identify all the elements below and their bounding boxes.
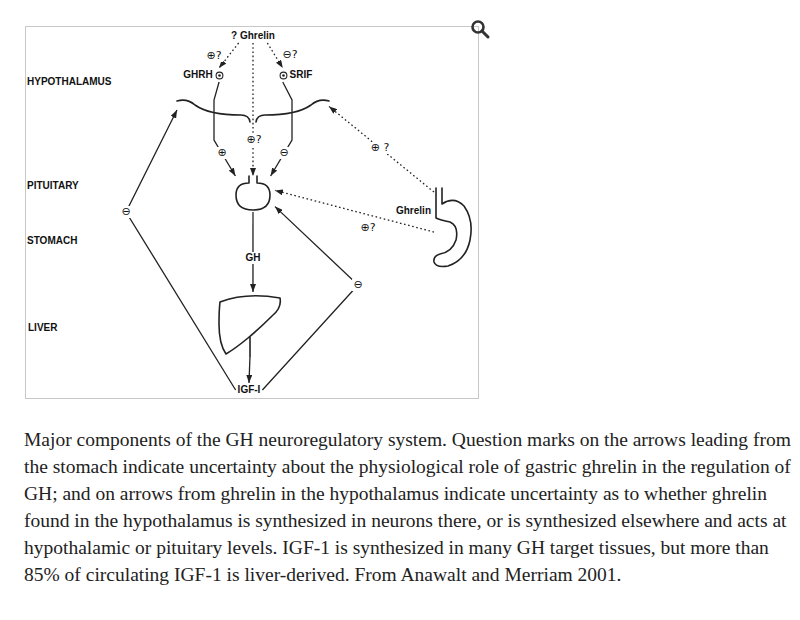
connector [252, 43, 253, 176]
connector [214, 82, 235, 176]
neuron-nucleus [282, 74, 285, 77]
connector [126, 110, 236, 390]
connector [249, 356, 250, 383]
hormone-node: ? Ghrelin [229, 29, 277, 43]
hormone-label: ? Ghrelin [231, 30, 275, 42]
edge-label: ⊕? [359, 222, 376, 234]
region-label: LIVER [28, 322, 57, 334]
connector [271, 82, 292, 176]
edge-label: ⊕? [245, 134, 262, 146]
neuron-nucleus [218, 74, 221, 77]
region-label: STOMACH [27, 235, 77, 247]
edge-label: ⊕ [216, 147, 227, 159]
edge-label: ⊕? [205, 50, 222, 62]
stomach-organ: STOMACHGhrelin [434, 188, 474, 270]
neuron-node: SRIF [278, 68, 315, 82]
organ-outline [216, 292, 284, 356]
edge-label: ⊕ ? [370, 142, 391, 154]
pituitary-organ: PITUITARY [231, 176, 275, 212]
organ-outline-path [434, 188, 471, 267]
edge-label: GH [245, 252, 262, 264]
neuron-label: GHRH [183, 69, 212, 81]
liver-organ: LIVER [216, 292, 284, 356]
neuron-label: SRIF [290, 69, 313, 81]
organ-outline-path [177, 100, 329, 122]
organ-outline [434, 188, 474, 270]
edge-label: ⊖ [352, 279, 363, 291]
connector [275, 190, 434, 232]
neuron-symbol [215, 71, 224, 80]
connector [267, 43, 282, 68]
connector [329, 106, 434, 192]
organ-outline [231, 176, 275, 212]
connector [262, 207, 358, 390]
figure-caption: Major components of the GH neuroregulato… [24, 426, 796, 588]
edge-label: ⊖ [278, 147, 289, 159]
region-label: PITUITARY [27, 180, 79, 192]
organ-outline [177, 98, 329, 122]
edge-label: ⊖ [120, 206, 131, 218]
hormone-label: Ghrelin [396, 205, 431, 217]
neuron-node: GHRH [181, 68, 224, 82]
neuron-body [280, 72, 287, 79]
hypothalamus-organ: HYPOTHALAMUS [177, 98, 329, 122]
hormone-node: IGF-I [236, 383, 263, 397]
hormone-label: IGF-I [238, 384, 261, 396]
region-label: HYPOTHALAMUS [27, 76, 111, 88]
zoom-handle [482, 31, 488, 37]
edge-label: ⊖? [281, 49, 298, 61]
organ-outline-path [219, 296, 280, 356]
zoom-icon [473, 22, 489, 38]
neuron-symbol [279, 71, 288, 80]
figure-frame [26, 27, 479, 399]
neuron-body [216, 72, 223, 79]
organ-outline-path [236, 176, 270, 210]
